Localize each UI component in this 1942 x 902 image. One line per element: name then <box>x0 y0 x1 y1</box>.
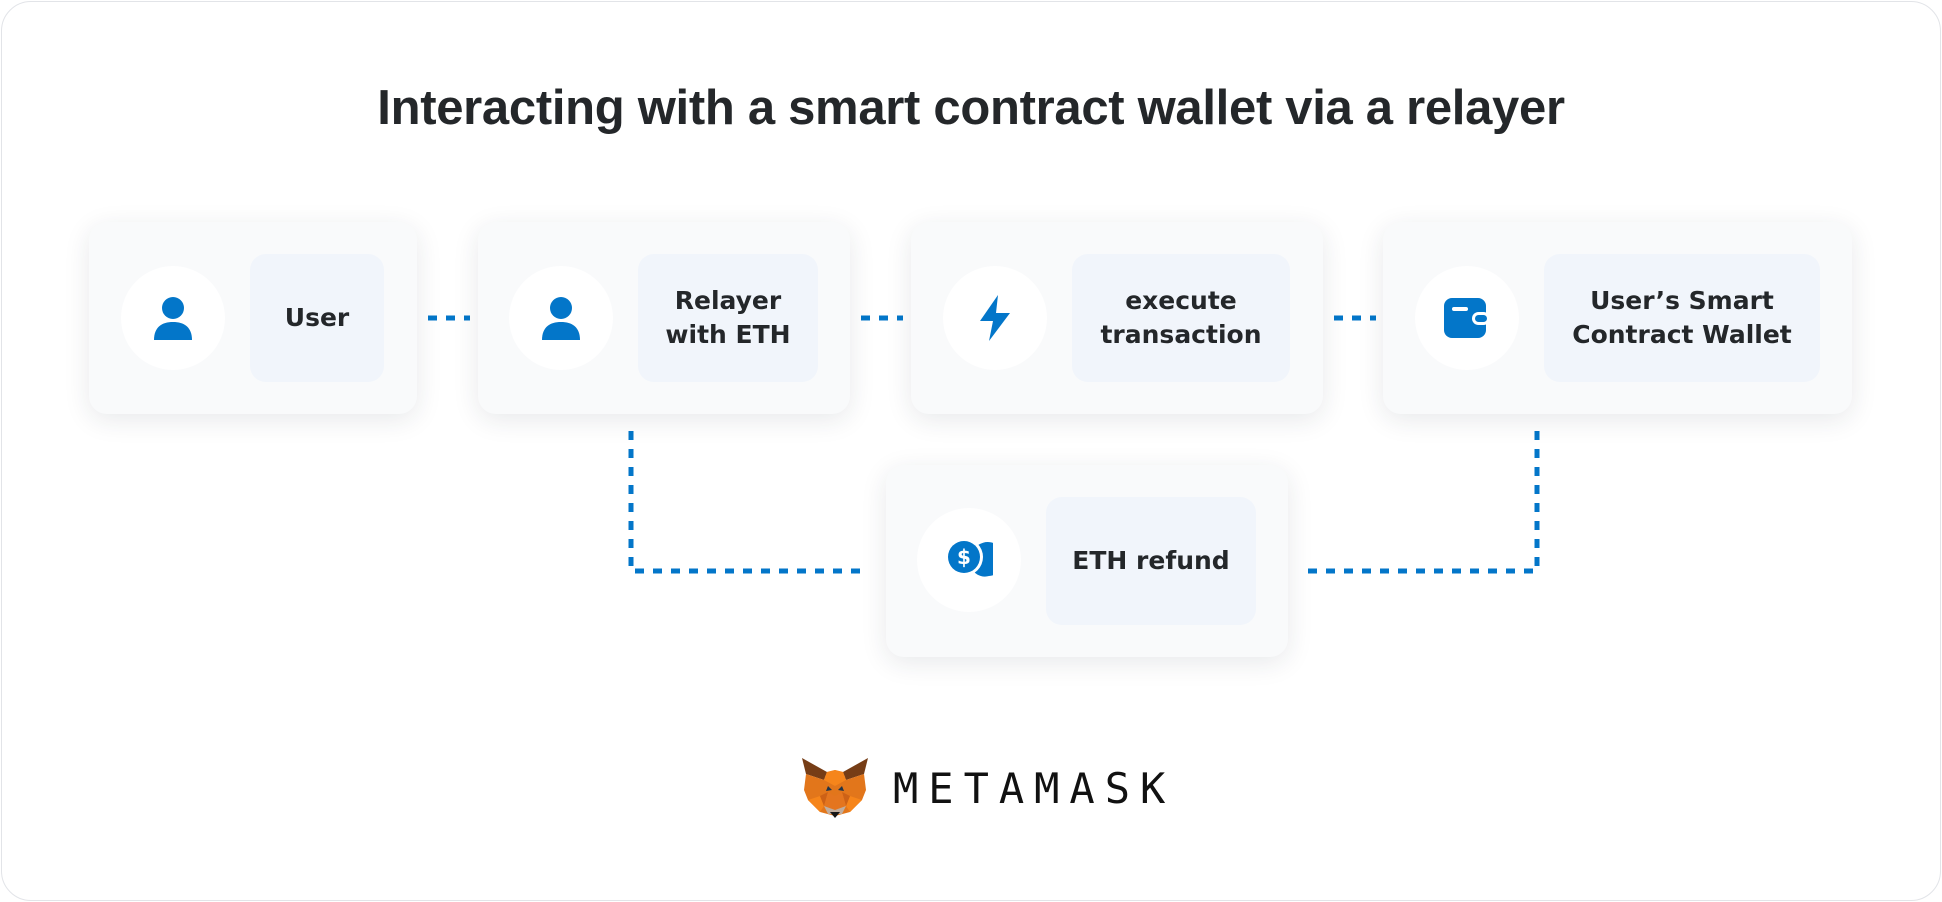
user-label-box: User <box>250 254 384 382</box>
user-icon-circle <box>121 266 225 370</box>
relayer-label-line-1: Relayer <box>674 286 782 315</box>
relayer-icon-circle <box>509 266 613 370</box>
wallet-card: User’s Smart Contract Wallet <box>1383 222 1852 414</box>
execute-label-line-1: execute <box>1125 286 1237 315</box>
coins-icon: $ <box>945 538 993 577</box>
lightning-bolt-icon <box>980 295 1010 341</box>
wallet-icon <box>1444 298 1490 338</box>
metamask-fox-logo <box>802 758 868 818</box>
refund-label: ETH refund <box>1072 546 1230 575</box>
relayer-card: Relayer with ETH <box>478 222 850 414</box>
user-icon <box>154 297 192 340</box>
refund-card: $ ETH refund <box>886 465 1288 657</box>
wallet-label-box: User’s Smart Contract Wallet <box>1544 254 1820 382</box>
refund-icon-circle: $ <box>917 508 1021 612</box>
relayer-label-box: Relayer with ETH <box>638 254 818 382</box>
execute-card: execute transaction <box>911 222 1323 414</box>
diagram-title: Interacting with a smart contract wallet… <box>377 81 1565 135</box>
wallet-icon-circle <box>1415 266 1519 370</box>
user-icon <box>542 297 580 340</box>
execute-label-box: execute transaction <box>1072 254 1290 382</box>
user-card: User <box>89 222 417 414</box>
relayer-label-line-2: with ETH <box>665 320 791 349</box>
refund-label-box: ETH refund <box>1046 497 1256 625</box>
svg-text:$: $ <box>957 545 971 569</box>
execute-label-line-2: transaction <box>1100 320 1262 349</box>
brand-wordmark: METAMASK <box>893 764 1176 813</box>
execute-icon-circle <box>943 266 1047 370</box>
wallet-label-line-2: Contract Wallet <box>1572 320 1792 349</box>
user-label: User <box>284 303 350 332</box>
wallet-label-line-1: User’s Smart <box>1590 286 1774 315</box>
